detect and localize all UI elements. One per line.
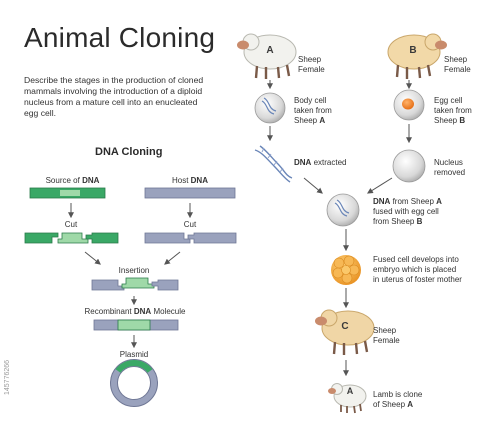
embryo-label: Fused cell develops into embryo which is… <box>373 255 462 284</box>
sheep-a-illustration <box>237 33 297 79</box>
egg-cell <box>393 89 425 121</box>
description-line: Describe the stages in the production of… <box>24 75 204 85</box>
page-title: Animal Cloning <box>24 22 216 53</box>
arrow-dna-fuse <box>303 177 323 194</box>
nucleus-removed-label: Nucleus removed <box>434 158 466 177</box>
host-dna-bar <box>144 187 236 199</box>
recombinant-dna <box>93 319 179 331</box>
sheep-c-illustration <box>315 309 375 355</box>
source-dna-cut <box>24 232 119 244</box>
embryo <box>331 255 361 285</box>
dna-helix <box>254 145 293 183</box>
recombinant-label: Recombinant DNA Molecule <box>84 307 186 316</box>
lamb-illustration <box>328 383 367 414</box>
sheep-b-label: Sheep Female <box>444 55 471 74</box>
arrow-egg-fuse <box>366 177 393 194</box>
lamb-badge: A <box>346 386 354 396</box>
egg-cell-label: Egg cell taken from Sheep B <box>434 96 472 125</box>
enucleated-egg <box>392 149 426 183</box>
stock-watermark-id: 145776266 <box>4 359 11 395</box>
sheep-a-label: Sheep Female <box>298 55 325 74</box>
dna-cloning-heading: DNA Cloning <box>95 146 163 158</box>
sheep-c-label: Sheep Female <box>373 326 400 345</box>
description: Describe the stages in the production of… <box>24 75 234 119</box>
source-dna-bar <box>29 187 106 199</box>
fused-cell <box>326 193 360 227</box>
sheep-c-badge: C <box>341 321 349 332</box>
arrow-source-insert <box>84 251 101 265</box>
sheep-b-illustration <box>387 33 447 79</box>
body-cell <box>254 92 286 124</box>
sheep-b-badge: B <box>409 45 417 56</box>
host-dna-cut <box>144 232 237 244</box>
fused-cell-label: DNA from Sheep A fused with egg cell fro… <box>373 197 442 226</box>
description-line: nucleus from a mature cell into an enucl… <box>24 97 198 107</box>
insertion-dna <box>91 277 179 291</box>
description-line: mammals involving the introduction of a … <box>24 86 203 96</box>
lamb-label: Lamb is clone of Sheep A <box>373 390 423 409</box>
cut-label-right: Cut <box>183 220 197 229</box>
sheep-a-badge: A <box>266 45 274 56</box>
description-line: egg cell. <box>24 108 57 118</box>
insertion-label: Insertion <box>118 266 150 275</box>
body-cell-label: Body cell taken from Sheep A <box>294 96 332 125</box>
dna-extracted-label: DNA extracted <box>294 158 347 167</box>
plasmid-ring <box>110 359 158 407</box>
plasmid-label: Plasmid <box>119 350 149 359</box>
host-dna-label: Host DNA <box>171 176 208 185</box>
arrow-host-insert <box>164 251 181 265</box>
source-dna-label: Source of DNA <box>45 176 100 185</box>
cut-label-left: Cut <box>64 220 78 229</box>
